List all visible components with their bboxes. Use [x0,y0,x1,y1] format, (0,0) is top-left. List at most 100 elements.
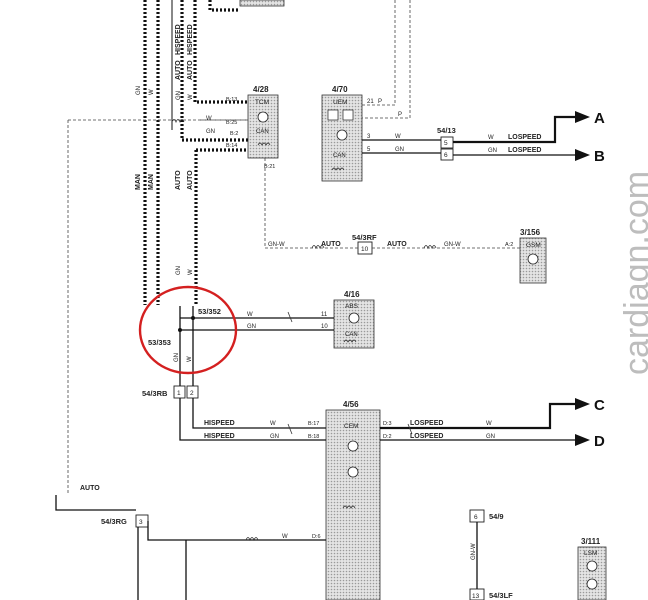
lospeed-label-a: LOSPEED [508,134,541,141]
connector-54-13-pin-5: 5 [444,140,448,147]
w-vert-3: W [188,269,194,275]
abs-pin-10: 10 [321,324,328,330]
vertical-labels: HISPEED HISPEED AUTO AUTO AUTO AUTO MAN … [135,24,477,560]
highlight-circle [138,285,238,375]
lospeed-label-d: LOSPEED [410,433,443,440]
wire-p-2: P [398,112,402,118]
cem-name-label: CEM [344,423,358,430]
uem-pin-21: 21 [367,99,374,105]
uem-name-label: UEM [333,99,347,106]
wire-gnw-rf-right: GN-W [444,242,461,248]
abs-id-label: 4/16 [344,290,360,299]
man-vert-1: MAN [135,174,142,190]
uem-bus-label: CAN [333,153,346,159]
lsm-id-label: 3/111 [581,537,601,546]
splice-dot-2 [178,328,182,332]
auto-vert-3: AUTO [175,170,182,190]
wire-w-tcm-b25: W [206,116,212,122]
lsm-icon [586,560,598,590]
wire-w-uem-3: W [395,134,401,140]
hispeed-vert-2: HISPEED [187,24,194,55]
abs-pin-11: 11 [321,312,328,318]
wire-w-cem-b17: W [270,421,276,427]
tcm-pin-b25: B:25 [226,120,237,126]
abs-module [333,299,375,349]
connector-54-3rb-label: 54/3RB [142,389,168,398]
dashed-signal-lines [67,0,520,495]
cem-pin-d6: D:6 [312,534,321,540]
tcm-pin-b2: B:2 [230,131,238,137]
connector-54-9-pin: 6 [474,514,478,521]
gsm-pin-a2: A:2 [505,242,513,248]
splice-53-353-label: 53/353 [148,338,171,347]
wire-gn-tcm-b2: GN [206,129,215,135]
gn-vert-3: GN [176,266,182,275]
auto-label-rf-right: AUTO [387,241,407,248]
wire-p-1: P [378,99,382,105]
tcm-pin-b13: B:13 [226,97,237,103]
tcm-module [247,94,279,159]
uem-id-label: 4/70 [332,85,348,94]
splice-dot-1 [191,316,195,320]
wire-gn-d: GN [486,434,495,440]
connector-54-3lf-pin: 13 [472,593,480,600]
lsm-module [577,546,607,600]
terminal-a: A [594,110,605,127]
connector-54-3rb-pin-1: 1 [177,390,181,397]
wire-gn-uem-5: GN [395,147,404,153]
top-module [239,0,285,7]
gnw-vert: GN-W [471,543,477,560]
terminal-d: D [594,433,605,450]
connector-54-13-label: 54/13 [437,126,456,135]
w-vert-4: W [187,356,193,362]
cem-pin-b17: B:17 [308,421,319,427]
auto-vert-1: AUTO [175,60,182,80]
tcm-name-label: TCM [255,99,269,106]
gsm-name-label: GSM [526,242,541,249]
shield-waves [171,119,437,542]
tcm-id-label: 4/28 [253,85,269,94]
abs-bus-label: CAN [345,332,358,338]
wire-w-abs: W [247,312,253,318]
main-wires [55,115,575,600]
terminal-c: C [594,397,605,414]
wire-gn-cem-b18: GN [270,434,279,440]
w-vert-2: W [188,94,194,100]
hispeed-label-2: HISPEED [204,433,235,440]
terminal-b: B [594,148,605,165]
connector-54-13-pin-6: 6 [444,152,448,159]
connector-54-9-label: 54/9 [489,512,504,521]
auto-label-bottom: AUTO [80,485,100,492]
connector-54-3rb-pin-2: 2 [190,390,194,397]
gn-vert-2: GN [176,91,182,100]
gsm-id-label: 3/156 [520,228,541,237]
arrow-heads [575,111,590,446]
wire-w-cem-d6: W [282,534,288,540]
connector-54-3lf-label: 54/3LF [489,591,513,600]
w-vert-1: W [149,89,155,95]
cem-module [325,409,381,600]
wire-w-c: W [486,421,492,427]
wire-w-a: W [488,135,494,141]
wire-gn-abs: GN [247,324,256,330]
man-vert-2: MAN [148,174,155,190]
auto-vert-2: AUTO [187,60,194,80]
auto-vert-4: AUTO [187,170,194,190]
tcm-pin-b14: B:14 [226,143,237,149]
watermark: cardiagn.com [618,171,648,375]
connector-54-3rg-label: 54/3RG [101,517,127,526]
abs-name-label: ABS [345,303,359,310]
cem-pin-d2: D:2 [383,434,392,440]
tcm-bus-label: CAN [256,129,269,135]
cem-pin-d3: D:3 [383,421,392,427]
lsm-name-label: LSM [584,550,597,557]
cem-pin-b18: B:18 [308,434,319,440]
connector-54-3rg-pin: 3 [139,519,143,526]
hispeed-vert-1: HISPEED [175,24,182,55]
hispeed-label-1: HISPEED [204,420,235,427]
lospeed-label-c: LOSPEED [410,420,443,427]
auto-label-rf-left: AUTO [321,241,341,248]
connector-54-3rf-pin: 10 [361,246,369,253]
wire-gn-b: GN [488,148,497,154]
